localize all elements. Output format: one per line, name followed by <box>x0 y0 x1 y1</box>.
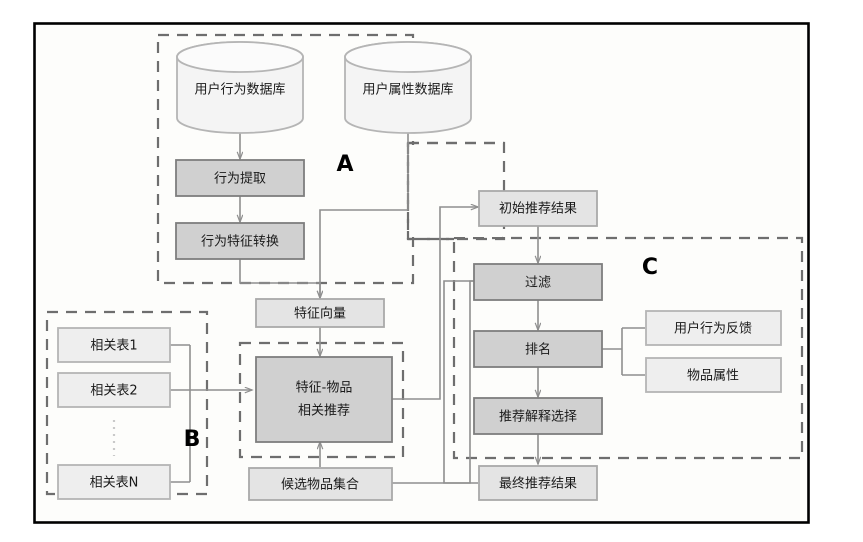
node-user-behavior-feedback[interactable]: 用户行为反馈 <box>645 310 782 346</box>
node-label-filter: 过滤 <box>525 276 551 291</box>
connector-layer <box>170 133 645 484</box>
node-label-behavior-transform: 行为特征转换 <box>201 235 279 250</box>
node-label-item-attribute: 物品属性 <box>687 369 739 384</box>
edge-final-to-filter-feedback <box>443 281 487 484</box>
node-label-initial-result: 初始推荐结果 <box>499 202 577 217</box>
node-label-feature-item-rec-line1: 特征-物品 <box>296 381 353 396</box>
node-candidate-item-set[interactable]: 候选物品集合 <box>248 467 393 501</box>
node-relation-table-2[interactable]: 相关表2 <box>57 372 171 408</box>
node-relation-table-n[interactable]: 相关表N <box>57 464 171 500</box>
node-ranking[interactable]: 排名 <box>473 330 603 368</box>
node-label-relation-table-1: 相关表1 <box>90 339 137 354</box>
group-b2-boundary <box>238 341 405 459</box>
node-label-behavior-extract: 行为提取 <box>214 171 266 187</box>
node-filter[interactable]: 过滤 <box>473 263 603 301</box>
node-label-feature-vector: 特征向量 <box>294 306 346 322</box>
node-feature-vector[interactable]: 特征向量 <box>255 298 385 328</box>
node-explain-select[interactable]: 推荐解释选择 <box>473 397 603 435</box>
group-label-b: B <box>184 427 201 452</box>
node-label-user-behavior-feedback: 用户行为反馈 <box>674 321 752 337</box>
node-label-user-behavior-db: 用户行为数据库 <box>194 82 285 98</box>
node-label-candidate-item-set: 候选物品集合 <box>281 477 359 493</box>
node-initial-result[interactable]: 初始推荐结果 <box>478 190 598 227</box>
group-label-c: C <box>642 255 658 280</box>
group-label-a: A <box>336 152 353 177</box>
node-label-ranking: 排名 <box>525 342 551 358</box>
node-behavior-extract[interactable]: 行为提取 <box>175 159 305 197</box>
edge-profile-db-to-featvec <box>320 133 409 298</box>
node-label-feature-item-rec-line2: 相关推荐 <box>298 404 350 419</box>
edge-rec-to-initial <box>392 207 478 400</box>
node-item-attribute[interactable]: 物品属性 <box>645 357 782 393</box>
node-user-behavior-db[interactable]: 用户行为数据库 <box>176 41 304 134</box>
node-label-relation-table-2: 相关表2 <box>90 384 137 399</box>
node-behavior-transform[interactable]: 行为特征转换 <box>175 222 305 260</box>
node-label-user-profile-db: 用户属性数据库 <box>362 82 453 98</box>
node-user-profile-db[interactable]: 用户属性数据库 <box>344 41 472 134</box>
node-label-explain-select: 推荐解释选择 <box>499 410 577 425</box>
group-c-boundary <box>452 236 804 460</box>
node-label-relation-table-n: 相关表N <box>90 476 139 491</box>
node-feature-item-rec[interactable]: 特征-物品 相关推荐 <box>255 356 393 443</box>
node-final-result[interactable]: 最终推荐结果 <box>478 465 598 501</box>
node-label-final-result: 最终推荐结果 <box>499 476 577 492</box>
node-relation-table-1[interactable]: 相关表1 <box>57 327 171 363</box>
